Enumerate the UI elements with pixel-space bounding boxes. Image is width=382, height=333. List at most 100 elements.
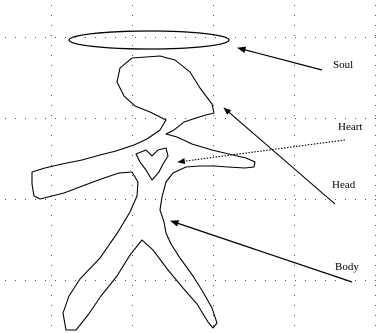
grid-dot xyxy=(294,195,295,196)
grid-dot xyxy=(375,175,376,176)
grid-dot xyxy=(205,118,206,119)
grid-dot xyxy=(375,115,376,116)
grid-dot xyxy=(132,275,133,276)
grid-dot xyxy=(65,280,66,281)
grid-dot xyxy=(345,199,346,200)
grid-dot xyxy=(35,199,36,200)
grid-dot xyxy=(215,280,216,281)
grid-dot xyxy=(185,37,186,38)
grid-dot xyxy=(145,118,146,119)
grid-dot xyxy=(105,118,106,119)
grid-dot xyxy=(25,280,26,281)
grid-dot xyxy=(132,25,133,26)
grid-dot xyxy=(75,37,76,38)
grid-dot xyxy=(51,265,52,266)
grid-dot xyxy=(165,37,166,38)
grid-dot xyxy=(375,55,376,56)
grid-dot xyxy=(35,37,36,38)
grid-dot xyxy=(375,155,376,156)
grid-dot xyxy=(375,245,376,246)
grid-dot xyxy=(375,37,376,38)
grid-dot xyxy=(185,280,186,281)
grid-dot xyxy=(315,199,316,200)
grid-dot xyxy=(235,199,236,200)
grid-dot xyxy=(155,37,156,38)
figure-head-outline xyxy=(32,56,255,330)
grid-dot xyxy=(51,145,52,146)
grid-dot xyxy=(132,185,133,186)
grid-dot xyxy=(213,135,214,136)
grid-dot xyxy=(51,295,52,296)
grid-dot xyxy=(375,255,376,256)
grid-dot xyxy=(365,118,366,119)
grid-dot xyxy=(132,75,133,76)
grid-dot xyxy=(75,118,76,119)
grid-dot xyxy=(375,280,376,281)
grid-dot xyxy=(213,215,214,216)
grid-dot xyxy=(294,5,295,6)
heart-arrow xyxy=(178,140,345,162)
grid-dot xyxy=(45,199,46,200)
grid-dot xyxy=(355,118,356,119)
grid-dot xyxy=(375,205,376,206)
grid-dot xyxy=(375,65,376,66)
grid-dot xyxy=(85,280,86,281)
grid-dot xyxy=(132,55,133,56)
grid-dot xyxy=(294,35,295,36)
grid-dot xyxy=(375,15,376,16)
grid-dot xyxy=(294,255,295,256)
grid-dot xyxy=(213,275,214,276)
grid-dot xyxy=(51,25,52,26)
grid-dot xyxy=(375,75,376,76)
grid-dot xyxy=(213,5,214,6)
grid-dot xyxy=(294,285,295,286)
grid-dot xyxy=(345,37,346,38)
grid-dot xyxy=(375,105,376,106)
grid-dot xyxy=(15,37,16,38)
grid-dot xyxy=(195,37,196,38)
grid-dot xyxy=(51,205,52,206)
grid-dot xyxy=(294,205,295,206)
grid-dot xyxy=(375,45,376,46)
grid-dot xyxy=(51,215,52,216)
grid-dot xyxy=(294,185,295,186)
grid-dot xyxy=(213,175,214,176)
grid-dot xyxy=(155,199,156,200)
grid-dot xyxy=(375,145,376,146)
grid-dot xyxy=(375,95,376,96)
grid-dot xyxy=(95,199,96,200)
grid-dot xyxy=(65,118,66,119)
grid-dot xyxy=(45,37,46,38)
grid-dot xyxy=(105,280,106,281)
grid-dot xyxy=(65,37,66,38)
grid-dot xyxy=(213,185,214,186)
grid-dot xyxy=(25,199,26,200)
grid-dot xyxy=(295,118,296,119)
grid-dot xyxy=(305,280,306,281)
grid-dot xyxy=(35,280,36,281)
grid-dot xyxy=(185,199,186,200)
grid-dot xyxy=(132,125,133,126)
grid-dot xyxy=(132,235,133,236)
grid-dot xyxy=(375,285,376,286)
grid-dot xyxy=(225,199,226,200)
label-head: Head xyxy=(332,179,356,191)
grid-dot xyxy=(132,245,133,246)
grid-dot xyxy=(375,325,376,326)
grid-dot xyxy=(205,280,206,281)
grid-dot xyxy=(285,37,286,38)
grid-dot xyxy=(165,199,166,200)
grid-dot xyxy=(375,165,376,166)
grid-dot xyxy=(51,65,52,66)
grid-dot xyxy=(285,118,286,119)
grid-dot xyxy=(285,280,286,281)
grid-dot xyxy=(175,37,176,38)
grid-dot xyxy=(275,280,276,281)
grid-dot xyxy=(213,105,214,106)
grid-dot xyxy=(115,118,116,119)
grid-dot xyxy=(265,37,266,38)
grid-dot xyxy=(5,280,6,281)
grid-dot xyxy=(375,125,376,126)
heart-shape xyxy=(136,148,168,180)
grid-dot xyxy=(235,280,236,281)
